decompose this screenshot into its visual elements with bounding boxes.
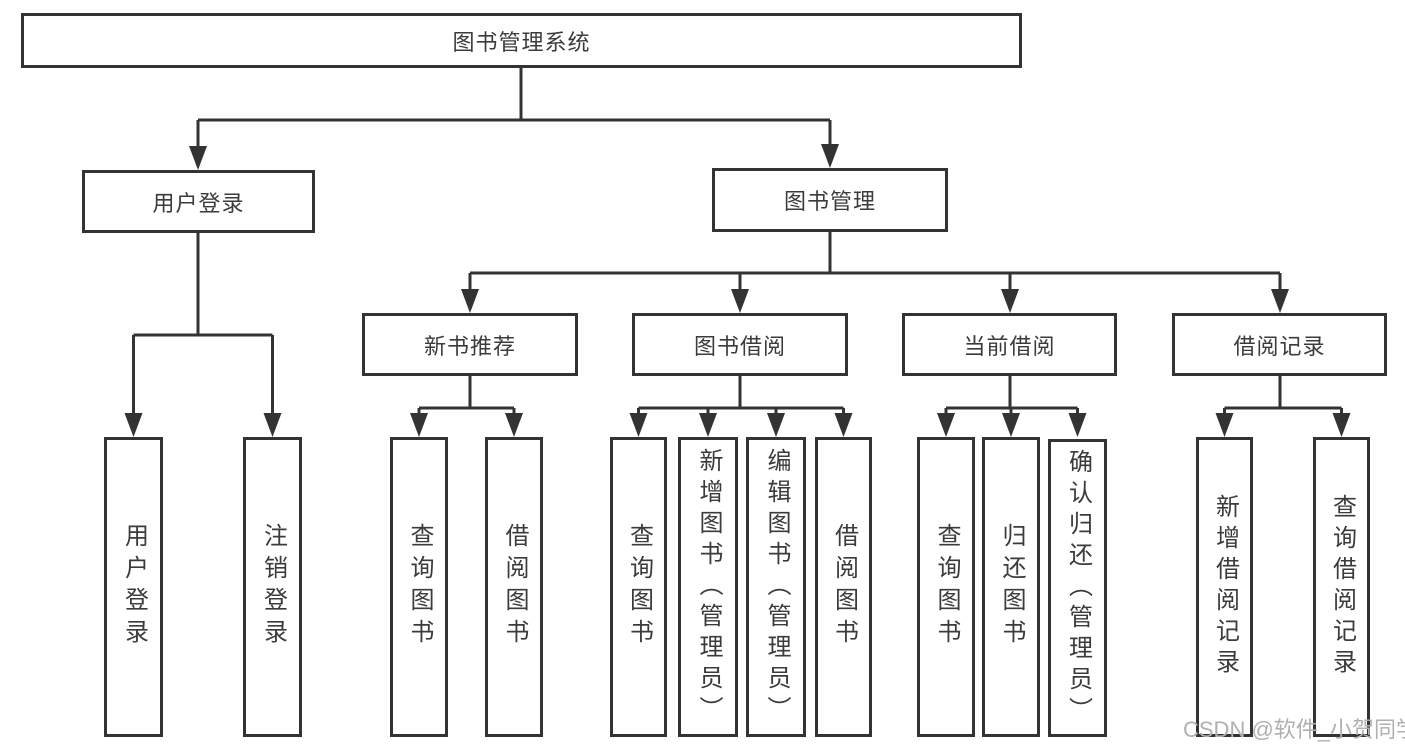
arrow-icon bbox=[1068, 413, 1087, 437]
arrow-icon bbox=[1332, 413, 1351, 437]
node-root: 图书管理系统 bbox=[21, 13, 1022, 68]
connector-book-borrowing bbox=[637, 376, 845, 417]
node-book-management: 图书管理 bbox=[712, 168, 948, 232]
arrow-icon bbox=[629, 413, 648, 437]
arrow-icon bbox=[1271, 289, 1289, 313]
leaf-edit-books-admin: 编辑图书（管理员） bbox=[746, 437, 806, 737]
arrow-icon bbox=[767, 413, 785, 437]
leaf-query-books-borrow: 查询图书 bbox=[610, 437, 667, 737]
connector-root bbox=[196, 68, 832, 150]
node-new-book-recommendation: 新书推荐 bbox=[362, 313, 578, 376]
arrow-icon bbox=[505, 413, 523, 437]
leaf-query-borrow-record: 查询借阅记录 bbox=[1313, 437, 1370, 737]
leaf-add-books-admin: 新增图书（管理员） bbox=[678, 437, 738, 737]
arrow-icon bbox=[1215, 413, 1234, 437]
leaf-query-books-recommend: 查询图书 bbox=[390, 437, 448, 737]
arrow-icon bbox=[821, 144, 839, 168]
arrow-icon bbox=[461, 289, 479, 313]
node-book-borrowing: 图书借阅 bbox=[632, 313, 848, 376]
arrow-icon bbox=[937, 413, 955, 437]
connector-book-management bbox=[468, 232, 1282, 293]
leaf-borrow-books-borrow: 借阅图书 bbox=[815, 437, 872, 737]
leaf-confirm-return-admin: 确认归还（管理员） bbox=[1048, 439, 1107, 737]
arrow-icon bbox=[731, 289, 749, 313]
arrow-icon bbox=[410, 413, 428, 437]
arrow-icon bbox=[124, 413, 143, 437]
connector-user-login bbox=[132, 233, 274, 417]
watermark: CSDN @软件_小贺同学 bbox=[1183, 717, 1405, 742]
connector-new-book-recommendation bbox=[417, 376, 516, 417]
arrow-icon bbox=[699, 413, 717, 437]
leaf-user-login: 用户登录 bbox=[104, 437, 163, 737]
arrow-icon bbox=[834, 413, 853, 437]
leaf-add-borrow-record: 新增借阅记录 bbox=[1196, 437, 1253, 737]
node-current-borrowing: 当前借阅 bbox=[902, 313, 1117, 376]
leaf-logout-login: 注销登录 bbox=[243, 437, 302, 737]
leaf-query-books-current: 查询图书 bbox=[917, 437, 975, 737]
node-user-login: 用户登录 bbox=[82, 170, 315, 233]
arrow-icon bbox=[263, 413, 282, 437]
leaf-borrow-books-recommend: 借阅图书 bbox=[485, 437, 543, 737]
arrow-icon bbox=[189, 146, 207, 170]
arrow-icon bbox=[1002, 413, 1020, 437]
connector-current-borrowing bbox=[944, 376, 1079, 417]
node-borrowing-records: 借阅记录 bbox=[1172, 313, 1387, 376]
connector-borrowing-records bbox=[1223, 376, 1343, 417]
arrow-icon bbox=[1001, 289, 1019, 313]
leaf-return-books: 归还图书 bbox=[982, 437, 1040, 737]
